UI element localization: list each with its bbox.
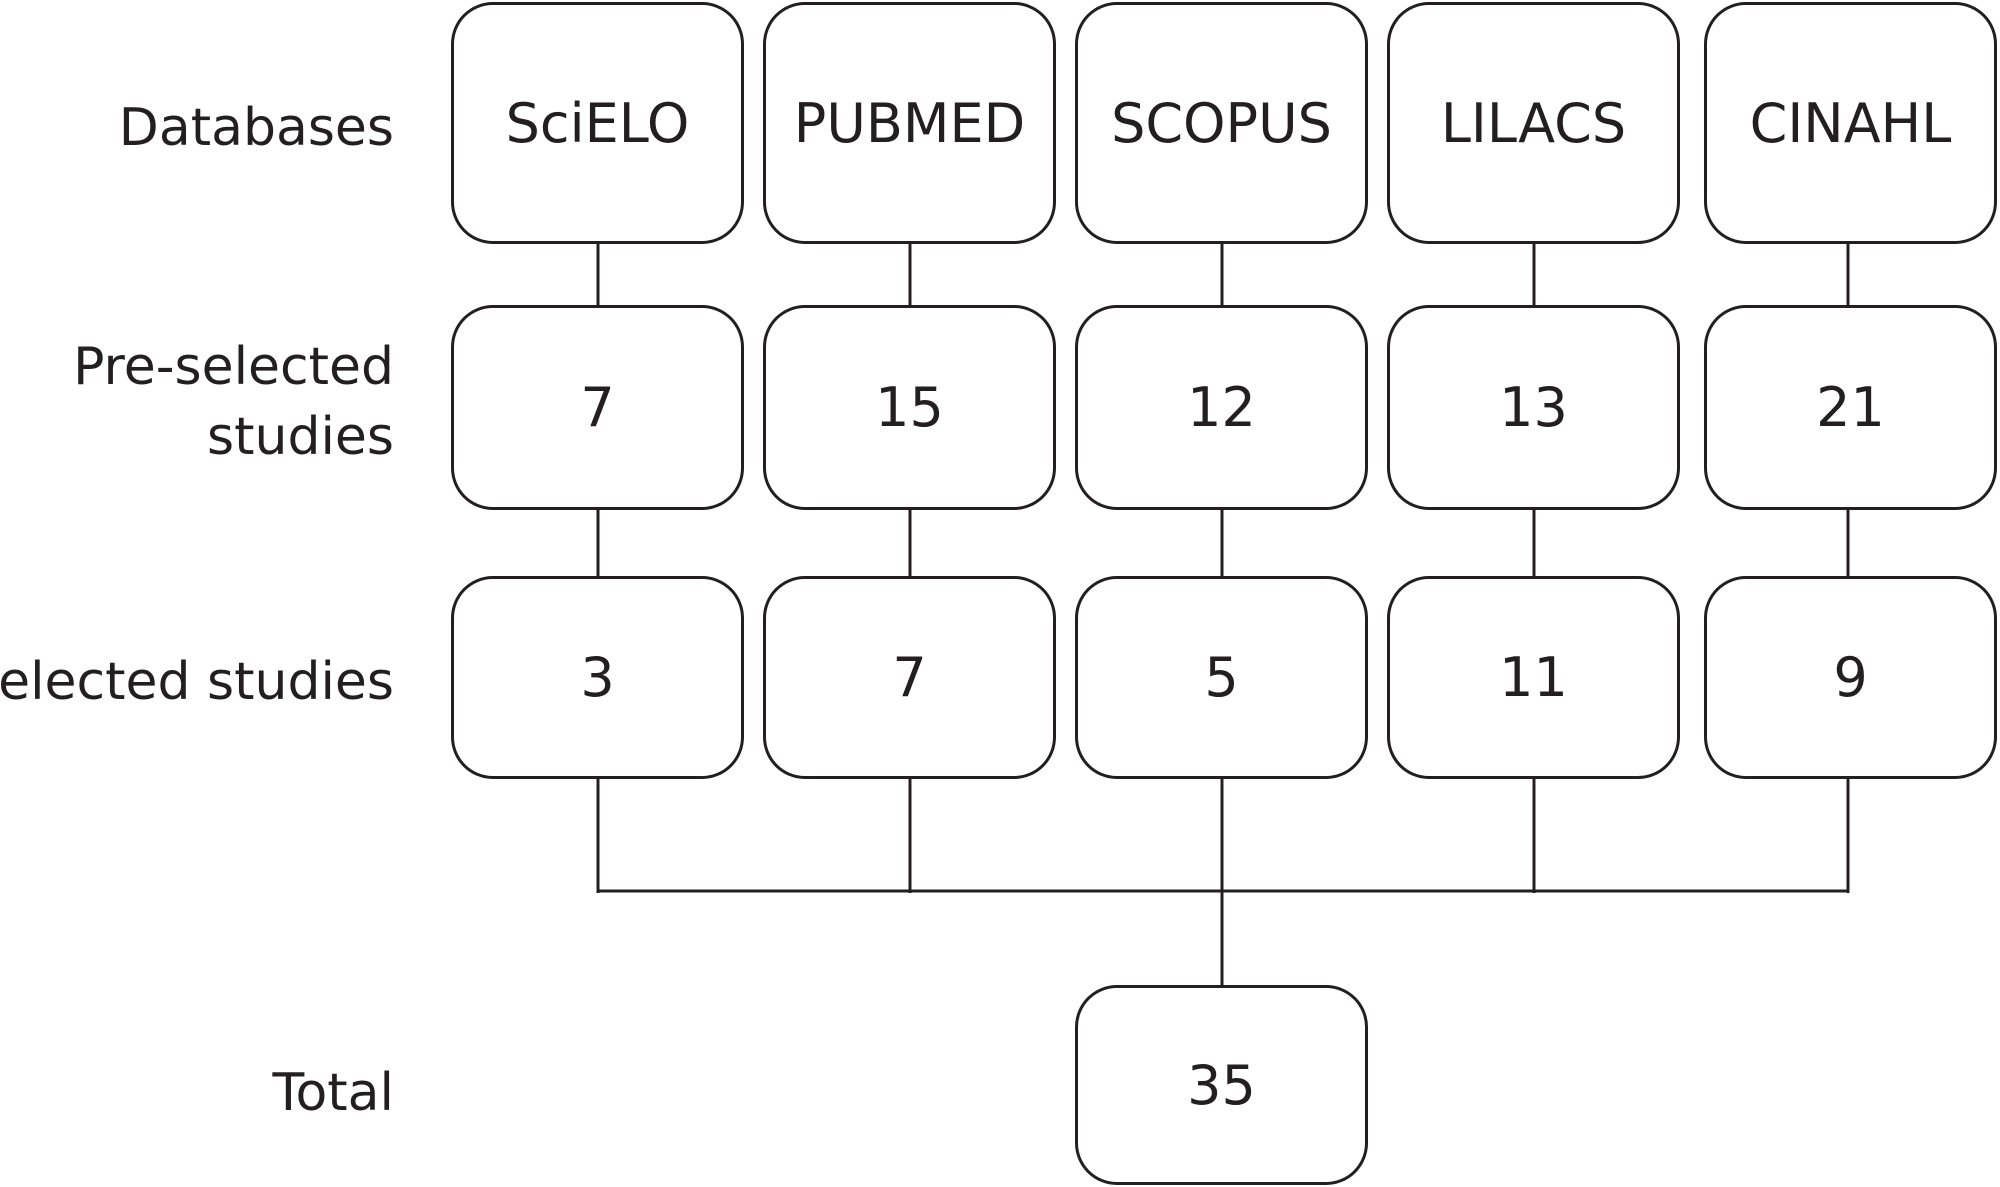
total-box: 35: [1075, 985, 1368, 1185]
database-box-lilacs: LILACS: [1387, 2, 1680, 244]
row-label-preselected-line2: studies: [207, 407, 394, 467]
database-box-scopus: SCOPUS: [1075, 2, 1368, 244]
preselected-count-lilacs: 13: [1499, 376, 1568, 439]
selected-count-pubmed: 7: [892, 646, 927, 709]
database-label-lilacs: LILACS: [1440, 91, 1627, 155]
selected-box-scopus: 5: [1075, 576, 1368, 779]
row-label-preselected: Pre-selected studies: [73, 332, 394, 472]
preselected-count-cinahl: 21: [1816, 376, 1885, 439]
database-box-pubmed: PUBMED: [763, 2, 1056, 244]
selected-count-scielo: 3: [580, 646, 615, 709]
row-label-databases: Databases: [118, 98, 394, 158]
database-label-pubmed: PUBMED: [793, 91, 1026, 155]
total-count: 35: [1187, 1053, 1256, 1117]
preselected-count-scopus: 12: [1187, 376, 1256, 439]
selected-box-scielo: 3: [451, 576, 744, 779]
preselected-box-pubmed: 15: [763, 305, 1056, 510]
database-label-scielo: SciELO: [505, 91, 690, 155]
selected-box-pubmed: 7: [763, 576, 1056, 779]
selected-count-cinahl: 9: [1833, 646, 1868, 709]
selected-count-scopus: 5: [1204, 646, 1239, 709]
database-box-scielo: SciELO: [451, 2, 744, 244]
database-box-cinahl: CINAHL: [1704, 2, 1997, 244]
preselected-box-lilacs: 13: [1387, 305, 1680, 510]
selected-box-lilacs: 11: [1387, 576, 1680, 779]
database-label-cinahl: CINAHL: [1749, 91, 1952, 155]
selected-count-lilacs: 11: [1499, 646, 1568, 709]
selected-box-cinahl: 9: [1704, 576, 1997, 779]
preselected-count-scielo: 7: [580, 376, 615, 439]
preselected-count-pubmed: 15: [875, 376, 944, 439]
row-label-preselected-line1: Pre-selected: [73, 337, 394, 397]
row-label-selected: Selected studies: [0, 652, 394, 712]
database-label-scopus: SCOPUS: [1111, 91, 1332, 155]
preselected-box-cinahl: 21: [1704, 305, 1997, 510]
row-label-total: Total: [272, 1063, 394, 1123]
preselected-box-scopus: 12: [1075, 305, 1368, 510]
preselected-box-scielo: 7: [451, 305, 744, 510]
